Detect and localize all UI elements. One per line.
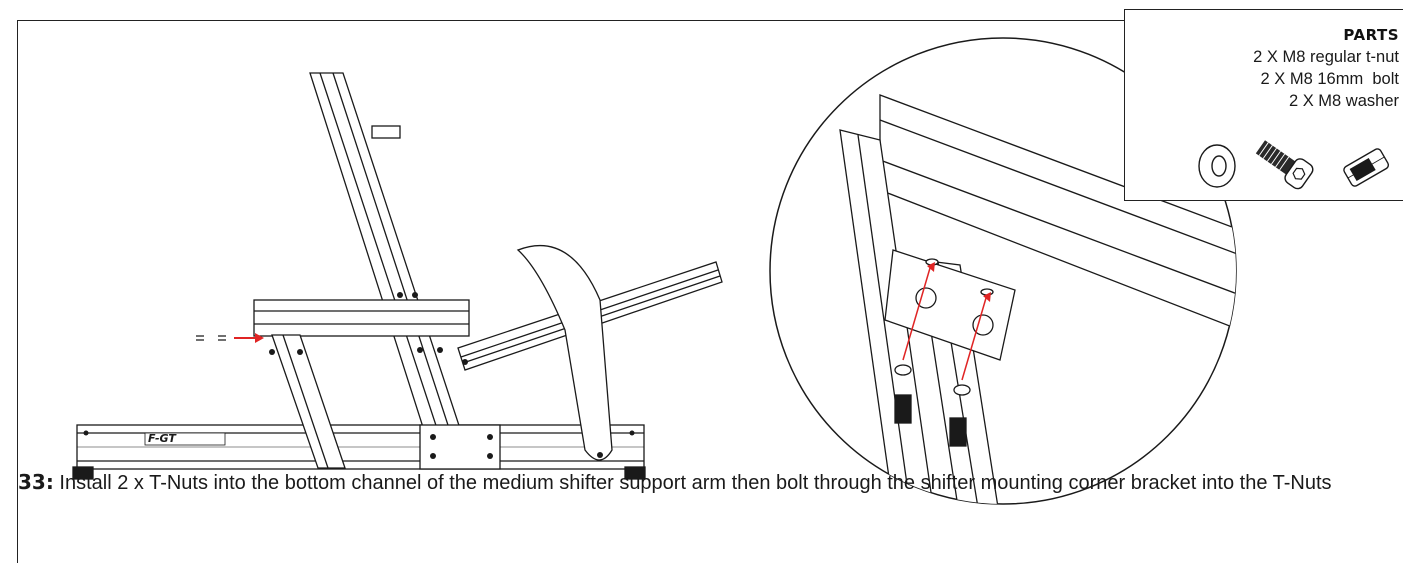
step-caption: 33: Install 2 x T-Nuts into the bottom c… — [18, 467, 1378, 498]
parts-item-bolt: 2 X M8 16mm bolt — [1260, 70, 1399, 88]
step-text: Install 2 x T-Nuts into the bottom chann… — [53, 472, 1332, 494]
t-nut-icon — [1343, 148, 1390, 187]
step-number: 33: — [18, 470, 54, 494]
parts-item-washer: 2 X M8 washer — [1288, 92, 1399, 110]
step-frame — [17, 20, 1403, 563]
parts-box: PARTS 2 X M8 regular t-nut 2 X M8 16mm b… — [1124, 9, 1403, 201]
washer-icon — [1198, 144, 1236, 188]
parts-item-tnut: 2 X M8 regular t-nut — [1253, 48, 1399, 66]
rig-logo: F-GT — [148, 432, 176, 445]
bolt-icon — [1255, 140, 1314, 190]
parts-title: PARTS — [1343, 26, 1399, 44]
